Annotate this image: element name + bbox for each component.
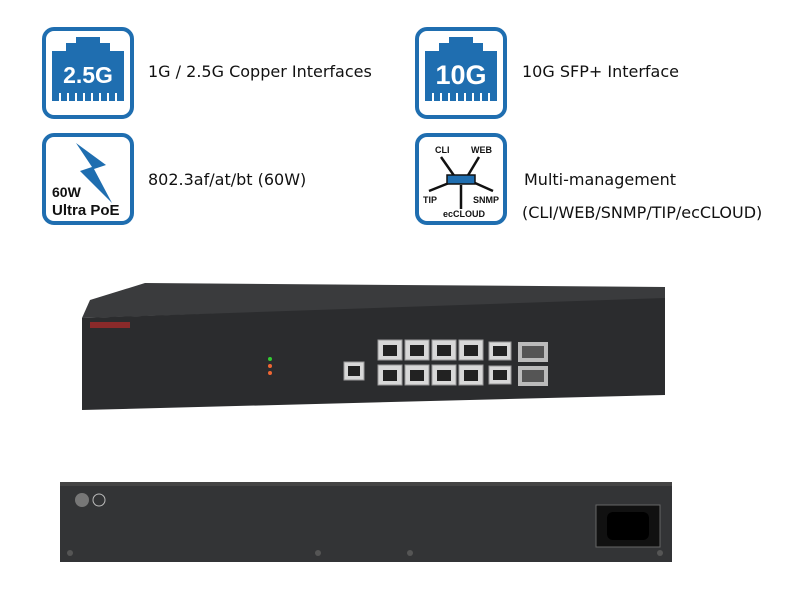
switch-rear-panel [60,482,672,562]
feature-sublabel: (CLI/WEB/SNMP/TIP/ecCLOUD) [522,203,763,222]
poe-icon: 60W Ultra PoE [42,133,134,225]
copper-interface-icon: 2.5G [42,27,134,119]
badge-text: SNMP [473,195,499,205]
badge-text: Ultra PoE [52,202,120,219]
lightning-bolt-icon [76,143,112,203]
feature-label: Multi-management [524,170,677,189]
badge-text: WEB [471,145,492,155]
badge-text: ecCLOUD [443,209,486,219]
feature-label: 1G / 2.5G Copper Interfaces [148,62,372,81]
feature-label: 10G SFP+ Interface [522,62,679,81]
badge-text: 2.5G [63,62,113,88]
badge-text: 60W [52,184,82,200]
sfp-interface-icon: 10G [415,27,507,119]
management-icon: CLI WEB TIP SNMP ecCLOUD [415,133,507,225]
badge-text: TIP [423,195,437,205]
badge-text: CLI [435,145,450,155]
feature-label: 802.3af/at/bt (60W) [148,170,307,189]
badge-text: 10G [435,60,486,90]
